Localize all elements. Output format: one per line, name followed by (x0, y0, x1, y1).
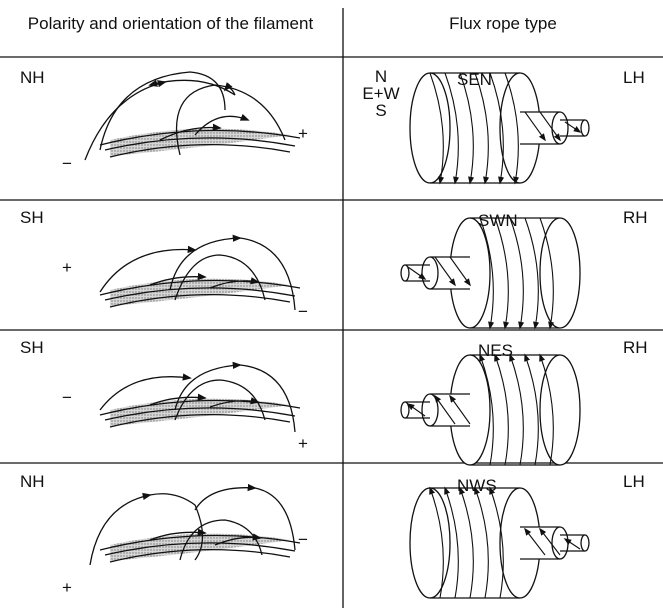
rope-type-row-3: NES (478, 341, 513, 361)
polarity-minus-row-4: − (298, 530, 308, 550)
polarity-plus-row-2: + (62, 258, 72, 278)
handedness-row-4: LH (623, 472, 645, 492)
column-header-polarity: Polarity and orientation of the filament (8, 14, 333, 33)
compass-rose: N E+W S (356, 68, 406, 119)
hemisphere-label-row-4: NH (20, 472, 45, 492)
filament-diagram-row-1 (85, 72, 300, 160)
column-header-flux-rope: Flux rope type (343, 14, 663, 33)
filament-diagram-row-4 (90, 488, 300, 565)
filament-diagram-row-3 (100, 365, 300, 432)
hemisphere-label-row-2: SH (20, 208, 44, 228)
polarity-minus-row-2: − (298, 302, 308, 322)
flux-rope-row-3 (401, 355, 580, 465)
flux-rope-row-4 (410, 488, 589, 598)
filament-diagram-row-2 (100, 238, 300, 310)
polarity-plus-row-1: + (298, 124, 308, 144)
compass-north: N (356, 68, 406, 85)
hemisphere-label-row-1: NH (20, 68, 45, 88)
compass-east-west: E+W (356, 85, 406, 102)
flux-rope-row-1 (410, 73, 589, 183)
rope-type-row-2: SWN (478, 211, 518, 231)
handedness-row-3: RH (623, 338, 648, 358)
hemisphere-label-row-3: SH (20, 338, 44, 358)
polarity-plus-row-4: + (62, 578, 72, 598)
rope-type-row-1: SEN (457, 70, 492, 90)
handedness-row-2: RH (623, 208, 648, 228)
flux-rope-row-2 (401, 218, 580, 328)
polarity-plus-row-3: + (298, 434, 308, 454)
polarity-minus-row-1: − (62, 154, 72, 174)
polarity-minus-row-3: − (62, 388, 72, 408)
compass-south: S (356, 102, 406, 119)
rope-type-row-4: NWS (457, 476, 497, 496)
handedness-row-1: LH (623, 68, 645, 88)
